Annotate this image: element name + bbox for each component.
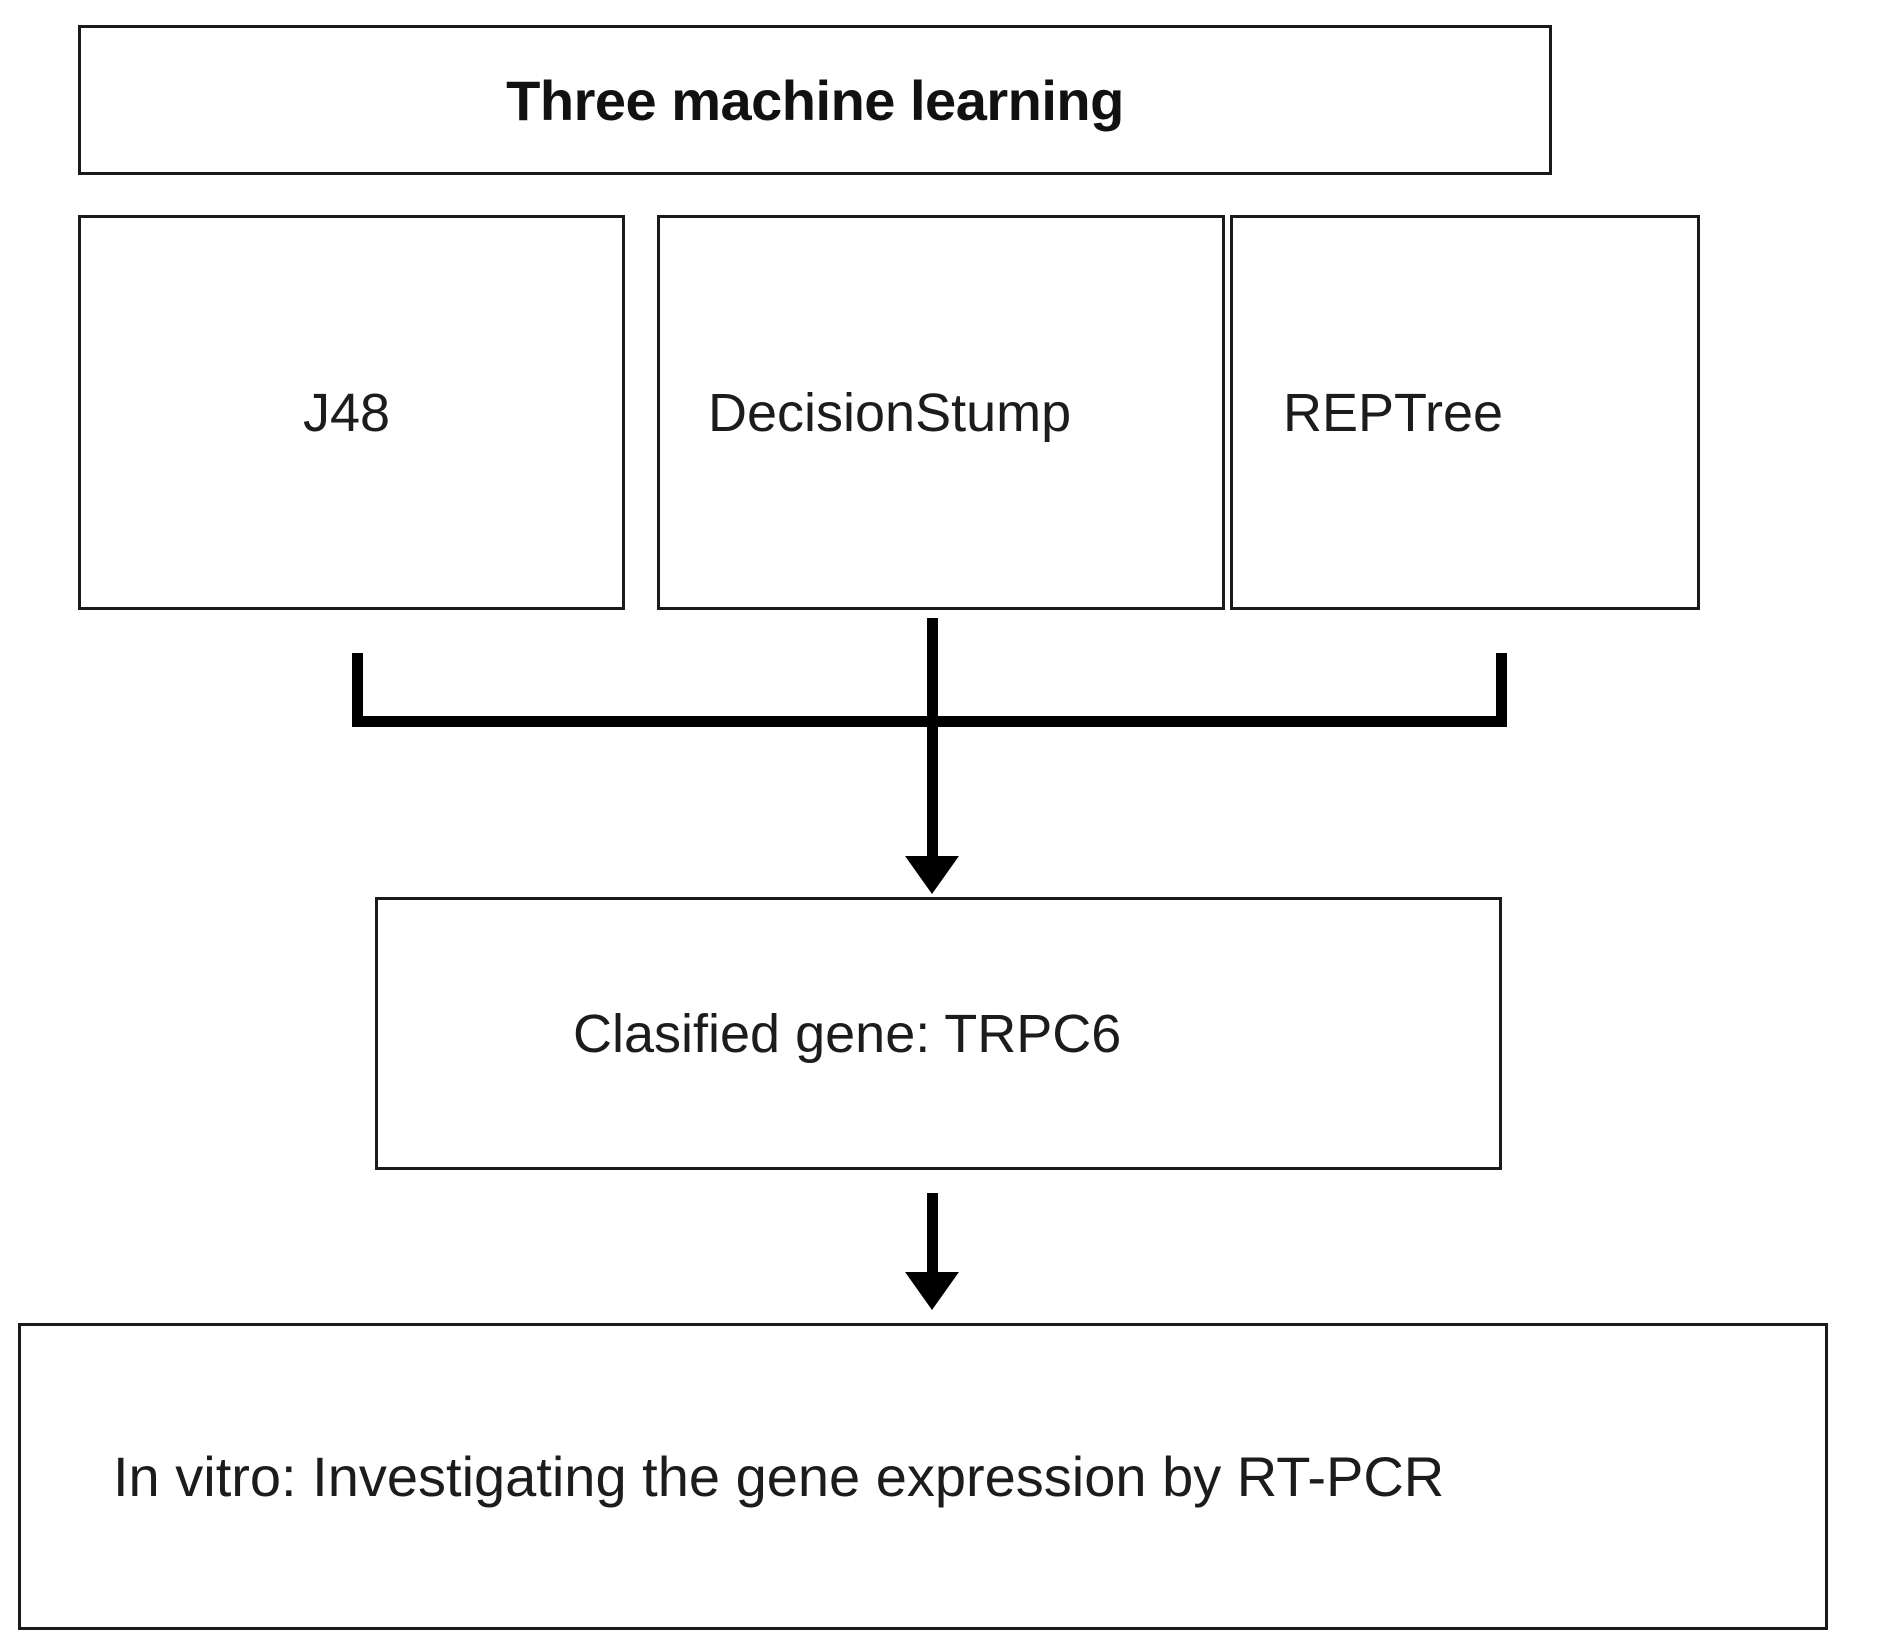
- model-box-reptree: REPTree: [1230, 215, 1700, 610]
- invitro-box-label: In vitro: Investigating the gene express…: [113, 1445, 1445, 1508]
- model-box-decisionstump: DecisionStump: [657, 215, 1225, 610]
- result-box-label: Clasified gene: TRPC6: [573, 1003, 1122, 1064]
- result-box: Clasified gene: TRPC6: [375, 897, 1502, 1170]
- title-box-label: Three machine learning: [506, 68, 1124, 132]
- arrow-down-to-result-shaft: [927, 618, 938, 864]
- invitro-box: In vitro: Investigating the gene express…: [18, 1323, 1828, 1630]
- model-box-j48: J48: [78, 215, 625, 610]
- arrow-down-to-result-head-icon: [905, 856, 959, 894]
- bracket-right-stem: [1496, 653, 1507, 727]
- model-box-reptree-label: REPTree: [1283, 382, 1504, 443]
- bracket-left-stem: [352, 653, 363, 727]
- arrow-down-to-invitro-head-icon: [905, 1272, 959, 1310]
- model-box-decisionstump-label: DecisionStump: [708, 382, 1072, 443]
- arrow-down-to-invitro-shaft: [927, 1193, 938, 1278]
- title-box: Three machine learning: [78, 25, 1552, 175]
- model-box-j48-label: J48: [303, 382, 391, 443]
